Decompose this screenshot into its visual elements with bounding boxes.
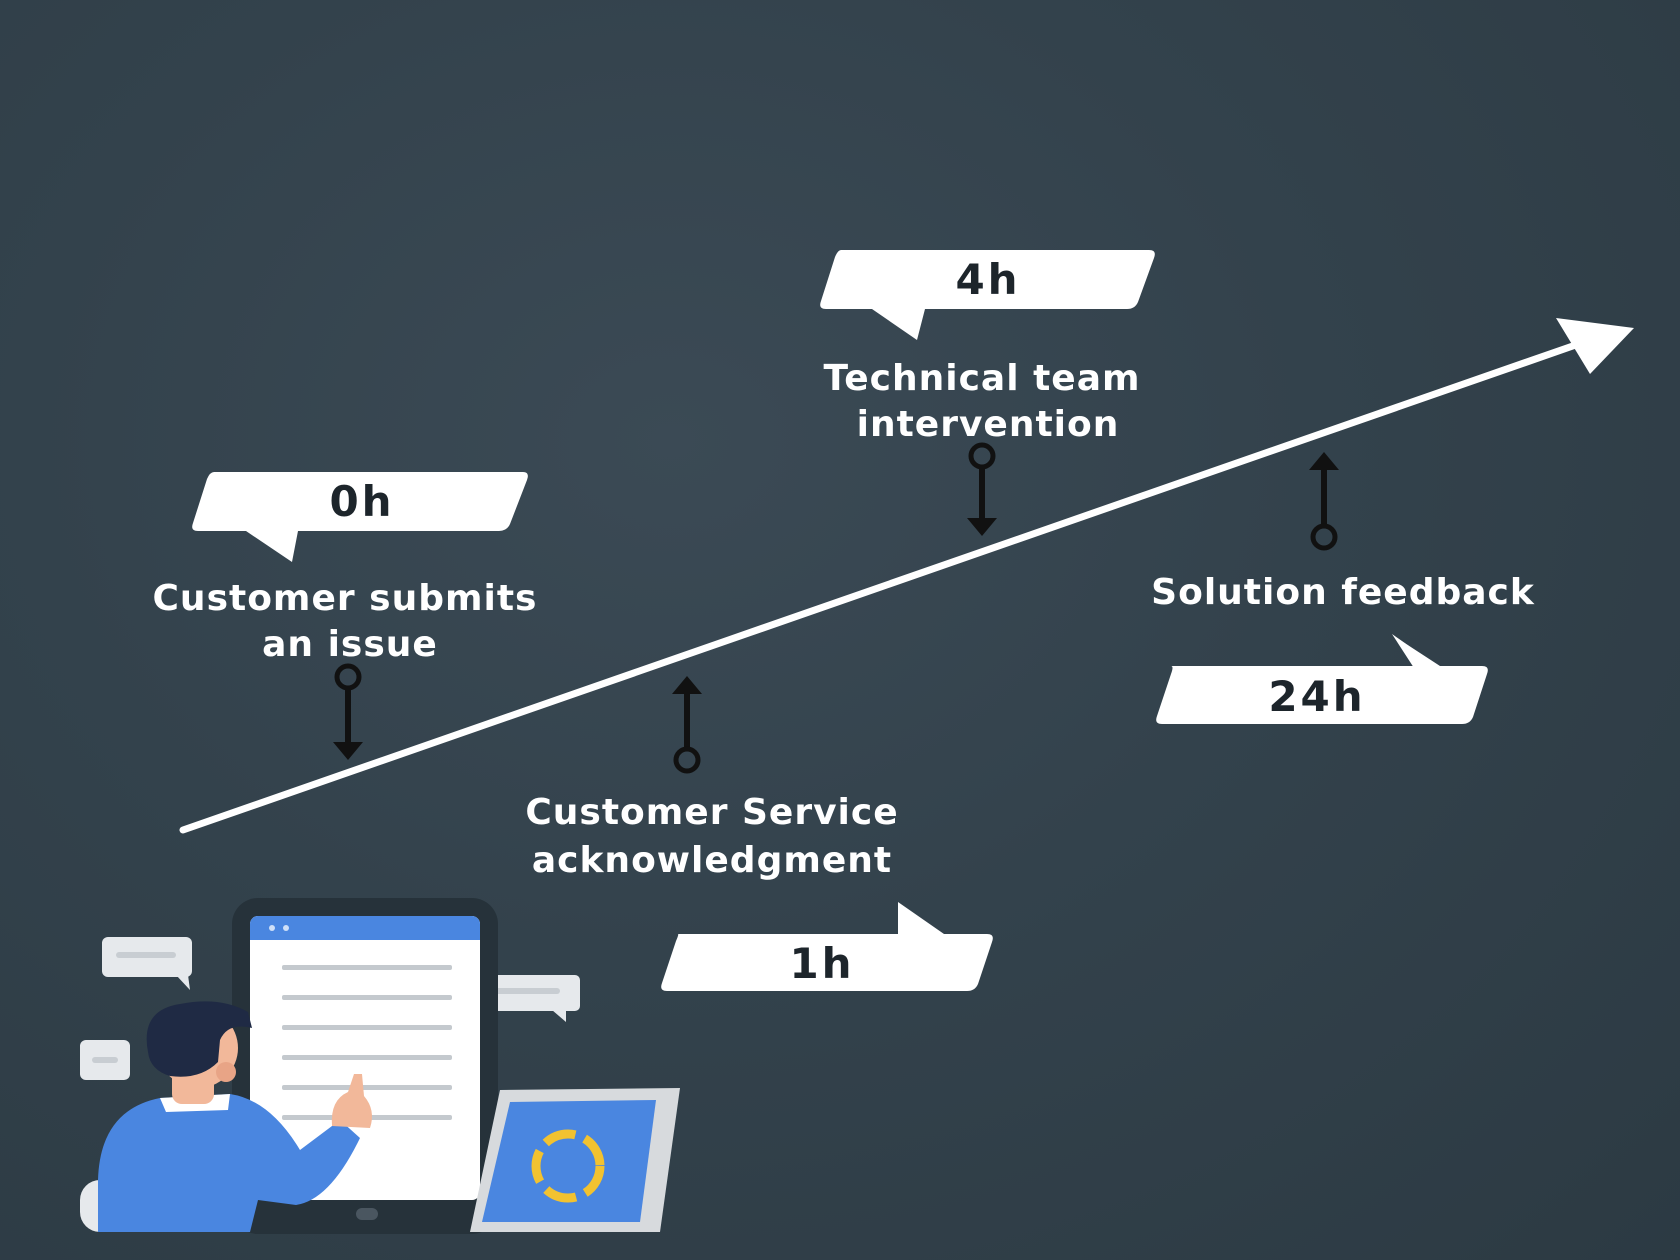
milestone-4h: 4h Technical team intervention (820, 250, 1155, 536)
speech-bubble-shape (820, 250, 1155, 340)
time-label: 4h (955, 255, 1020, 304)
tablet-icon (232, 898, 498, 1234)
marker-pin-up (1309, 452, 1339, 551)
milestone-0h: 0h Customer submits an issue (153, 472, 538, 760)
speech-bubble-shape (661, 902, 993, 991)
marker-pin-down (967, 442, 997, 536)
marker-pin-up (672, 676, 702, 774)
time-label: 24h (1268, 672, 1365, 721)
time-bubble-4h: 4h (820, 250, 1155, 340)
illustration-person-tablet (80, 898, 680, 1234)
timeline-arrowhead (1556, 318, 1634, 374)
milestone-label-line1: Solution feedback (1151, 572, 1535, 613)
time-bubble-1h: 1h (661, 902, 993, 991)
person-hand (331, 1074, 372, 1128)
marker-pin-down (333, 663, 363, 760)
milestone-label-line1: Customer submits (153, 578, 538, 619)
time-label: 1h (789, 939, 854, 988)
timeline-line (179, 336, 1594, 834)
chat-bubble-icon (102, 937, 192, 990)
chat-bubble-icon (80, 1040, 130, 1080)
speech-bubble-shape (1156, 636, 1488, 724)
milestone-1h: Customer Service acknowledgment 1h (525, 676, 993, 991)
progress-ring-icon (531, 1129, 605, 1203)
milestone-label-line2: acknowledgment (532, 840, 892, 881)
laptop-icon (470, 1088, 680, 1232)
milestone-label-line1: Technical team (823, 358, 1140, 399)
milestone-24h: Solution feedback 24h (1151, 452, 1535, 724)
time-bubble-24h: 24h (1156, 634, 1488, 724)
milestone-label-line2: an issue (262, 624, 438, 665)
timeline-arrow (179, 318, 1634, 834)
milestone-label-line1: Customer Service (525, 792, 898, 833)
person-hair (146, 1001, 252, 1077)
time-bubble-0h: 0h (192, 472, 528, 562)
milestone-label-line2: intervention (857, 404, 1120, 445)
speech-bubble-shape (192, 472, 528, 562)
person-body (98, 1094, 360, 1232)
person-figure (80, 1001, 372, 1232)
time-label: 0h (329, 477, 394, 526)
